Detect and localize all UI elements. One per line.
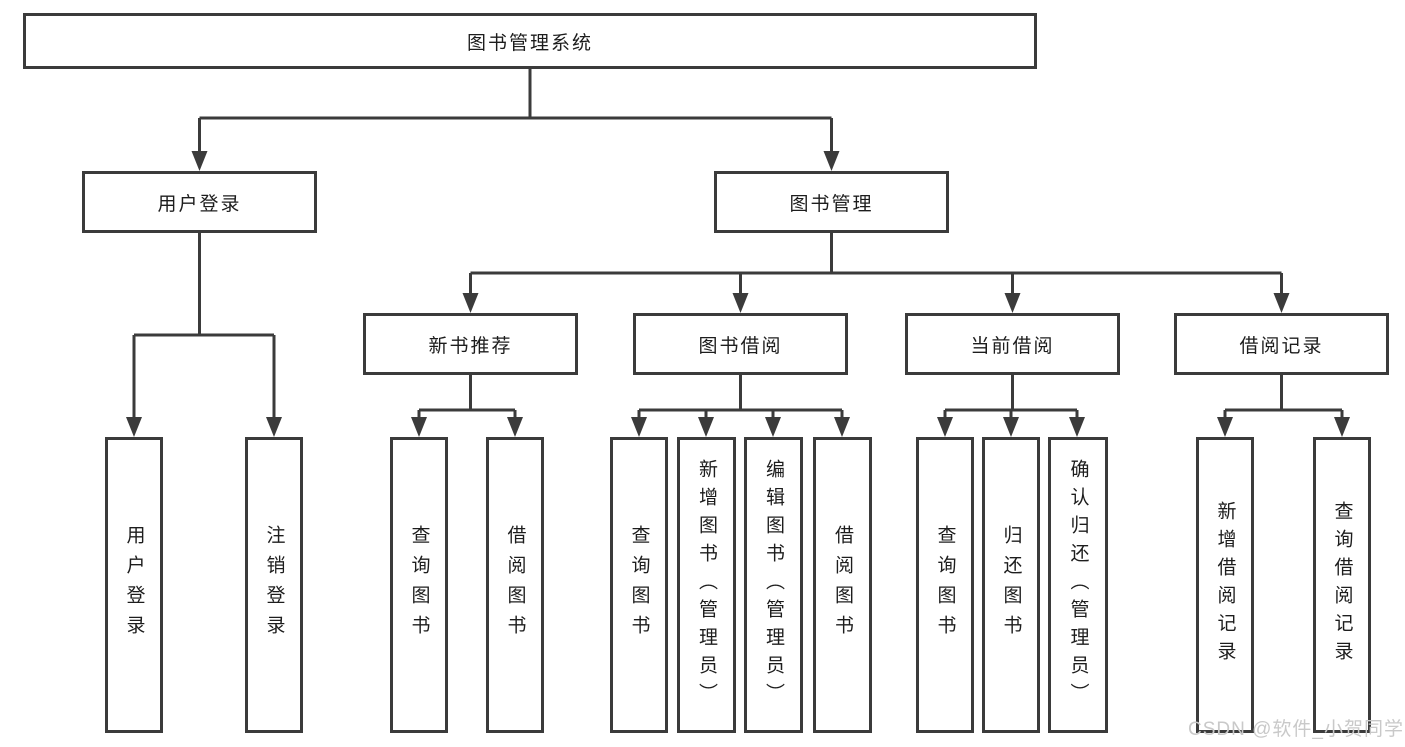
node-root: 图书管理系统: [23, 13, 1037, 69]
node-user-login-label: 用户登录: [157, 193, 242, 215]
csdn-watermark: CSDN @软件_小贺同学: [1188, 719, 1404, 740]
leaf-return-book: 归还图书: [982, 437, 1040, 733]
leaf-recommend-query-book: 查询图书: [390, 437, 448, 733]
node-root-label: 图书管理系统: [466, 32, 593, 54]
leaf-user-login: 用户登录: [105, 437, 163, 733]
leaf-current-query-book-label: 查询图书: [934, 525, 956, 645]
leaf-edit-book-admin-label: 编辑图书（管理员）: [763, 459, 784, 711]
leaf-add-book-admin-label: 新增图书（管理员）: [696, 459, 717, 711]
leaf-borrow-query-book: 查询图书: [610, 437, 668, 733]
leaf-logout-label: 注销登录: [263, 525, 285, 645]
node-book-management-label: 图书管理: [789, 193, 874, 215]
node-book-borrow-label: 图书借阅: [698, 335, 783, 357]
leaf-recommend-query-book-label: 查询图书: [408, 525, 430, 645]
node-user-login: 用户登录: [82, 171, 317, 233]
node-book-borrow: 图书借阅: [633, 313, 848, 375]
leaf-recommend-borrow-book: 借阅图书: [486, 437, 544, 733]
leaf-add-book-admin: 新增图书（管理员）: [677, 437, 736, 733]
leaf-query-borrow-record-label: 查询借阅记录: [1331, 501, 1353, 669]
leaf-borrow-book-label: 借阅图书: [832, 525, 853, 645]
node-borrow-records: 借阅记录: [1174, 313, 1389, 375]
node-current-borrow: 当前借阅: [905, 313, 1120, 375]
leaf-borrow-query-book-label: 查询图书: [628, 525, 650, 645]
leaf-edit-book-admin: 编辑图书（管理员）: [744, 437, 803, 733]
leaf-recommend-borrow-book-label: 借阅图书: [504, 525, 526, 645]
node-borrow-records-label: 借阅记录: [1239, 335, 1324, 357]
leaf-logout: 注销登录: [245, 437, 303, 733]
node-new-book-recommend-label: 新书推荐: [428, 335, 513, 357]
leaf-confirm-return-admin: 确认归还（管理员）: [1048, 437, 1108, 733]
node-current-borrow-label: 当前借阅: [970, 335, 1055, 357]
leaf-current-query-book: 查询图书: [916, 437, 974, 733]
leaf-borrow-book: 借阅图书: [813, 437, 872, 733]
leaf-query-borrow-record: 查询借阅记录: [1313, 437, 1371, 733]
leaf-user-login-label: 用户登录: [123, 525, 145, 645]
node-new-book-recommend: 新书推荐: [363, 313, 578, 375]
leaf-add-borrow-record-label: 新增借阅记录: [1214, 501, 1236, 669]
node-book-management: 图书管理: [714, 171, 949, 233]
leaf-return-book-label: 归还图书: [1000, 525, 1022, 645]
leaf-confirm-return-admin-label: 确认归还（管理员）: [1067, 459, 1089, 711]
leaf-add-borrow-record: 新增借阅记录: [1196, 437, 1254, 733]
